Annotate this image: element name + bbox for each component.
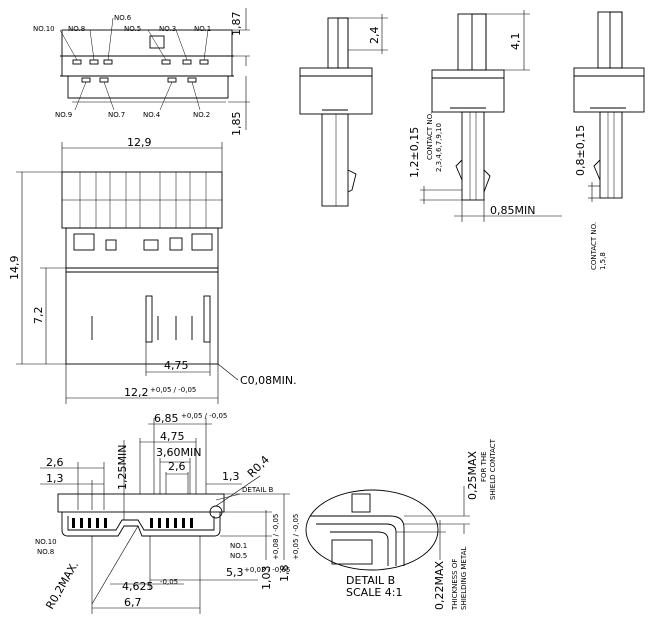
end-view-pins bbox=[72, 518, 193, 528]
dim-1-03-tol: +0,08 / -0,05 bbox=[272, 514, 280, 560]
contact-note-b-list: 1,5,8 bbox=[599, 252, 607, 270]
dim-6-7: 6,7 bbox=[124, 596, 142, 609]
side-view-b: 4,1 1,2±0,15 CONTACT NO. 2,3,4,6,7,9,10 … bbox=[408, 10, 562, 222]
note-0-25-a: FOR THE bbox=[480, 451, 488, 482]
dim-12-2: 12,2 bbox=[124, 386, 149, 399]
dim-r0-2: R0,2MAX. bbox=[43, 559, 81, 612]
dim-2-6-left: 2,6 bbox=[46, 456, 64, 469]
note-0-22-b: SHIELDING METAL bbox=[460, 547, 468, 610]
dim-12-9: 12,9 bbox=[127, 136, 152, 149]
dim-0-25: 0,25MAX bbox=[466, 450, 479, 500]
pin-label: NO.9 bbox=[55, 111, 72, 119]
dim-top-height: 1,87 bbox=[230, 12, 243, 37]
pin-label: NO.3 bbox=[159, 25, 176, 33]
dim-6-85-tol: +0,05 / -0,05 bbox=[181, 412, 227, 420]
pin-label: NO.10 bbox=[35, 538, 57, 546]
front-view: 12,9 14,9 7,2 4,75 12,2 +0,05 / -0,05 C0… bbox=[8, 136, 297, 404]
dim-6-85: 6,85 bbox=[154, 412, 179, 425]
dim-2-4: 2,4 bbox=[368, 27, 381, 45]
dim-7-2: 7,2 bbox=[32, 307, 45, 325]
side-view-a: 2,4 bbox=[299, 14, 388, 207]
contact-note-a-list: 2,3,4,6,7,9,10 bbox=[435, 123, 443, 172]
note-0-22-a: THICKNESS OF bbox=[451, 559, 459, 611]
top-pin-pads bbox=[72, 59, 209, 83]
dim-1-25: 1,25MIN bbox=[116, 445, 129, 490]
chamfer-note: C0,08MIN. bbox=[240, 374, 297, 387]
pin-label: NO.4 bbox=[143, 111, 161, 119]
dim-4-1: 4,1 bbox=[509, 33, 522, 51]
pin-label: NO.2 bbox=[193, 111, 210, 119]
dim-r0-4: R0,4 bbox=[245, 453, 272, 480]
detail-b-scale: SCALE 4:1 bbox=[346, 586, 402, 599]
dim-14-9: 14,9 bbox=[8, 256, 21, 281]
pin-label: NO.8 bbox=[37, 548, 54, 556]
dim-0-8: 0,8±0,15 bbox=[574, 125, 587, 176]
dim-0-22: 0,22MAX bbox=[433, 560, 446, 610]
dim-bottom-height: 1,85 bbox=[230, 112, 243, 137]
top-view: NO.10 NO.8 NO.6 NO.5 NO.3 NO.1 NO.9 NO.7… bbox=[33, 8, 250, 136]
pin-label: NO.5 bbox=[124, 25, 141, 33]
pin-label: NO.7 bbox=[108, 111, 125, 119]
dim-5-3-tol: +0,03 / -0,05 bbox=[244, 566, 290, 574]
pin-label: NO.1 bbox=[230, 542, 247, 550]
end-view: 6,85 +0,05 / -0,05 4,75 3,60MIN 2,6 2,6 … bbox=[35, 412, 300, 614]
dim-1-3-left: 1,3 bbox=[46, 472, 64, 485]
dim-3-60: 3,60MIN bbox=[156, 446, 201, 459]
dim-2-6-right: 2,6 bbox=[168, 460, 186, 473]
contact-note-b: CONTACT NO. bbox=[590, 222, 598, 270]
dim-1-8: 1,8 bbox=[278, 565, 291, 583]
dim-12-2-tol: +0,05 / -0,05 bbox=[150, 386, 196, 394]
pin-label: NO.8 bbox=[68, 25, 85, 33]
dim-4-75: 4,75 bbox=[160, 430, 185, 443]
note-0-25-b: SHIELD CONTACT bbox=[489, 438, 497, 500]
pin-label: NO.10 bbox=[33, 25, 55, 33]
dim-1-8-tol: +0,05 / -0,05 bbox=[292, 514, 300, 560]
detail-b-ref: DETAIL B bbox=[242, 486, 274, 494]
side-view-c: 0,8±0,15 CONTACT NO. 1,5,8 bbox=[573, 11, 645, 270]
detail-b-title: DETAIL B bbox=[346, 574, 395, 587]
dim-5-3: 5,3 bbox=[226, 566, 244, 579]
dim-4-75: 4,75 bbox=[164, 359, 189, 372]
dim-1-2: 1,2±0,15 bbox=[408, 127, 421, 178]
dim-4-625: 4,625 bbox=[122, 580, 154, 593]
dim-0-85: 0,85MIN bbox=[490, 204, 535, 217]
contact-note-a: CONTACT NO. bbox=[426, 112, 434, 160]
detail-b: DETAIL B SCALE 4:1 0,25MAX FOR THE SHIEL… bbox=[305, 438, 497, 611]
dim-1-3-right: 1,3 bbox=[222, 470, 240, 483]
pin-label: NO.5 bbox=[230, 552, 247, 560]
dim-1-03: 1,03 bbox=[260, 566, 273, 591]
pin-label: NO.1 bbox=[194, 25, 211, 33]
dim-4-625-tol: -0,05 bbox=[160, 578, 178, 586]
pin-label: NO.6 bbox=[114, 14, 132, 22]
